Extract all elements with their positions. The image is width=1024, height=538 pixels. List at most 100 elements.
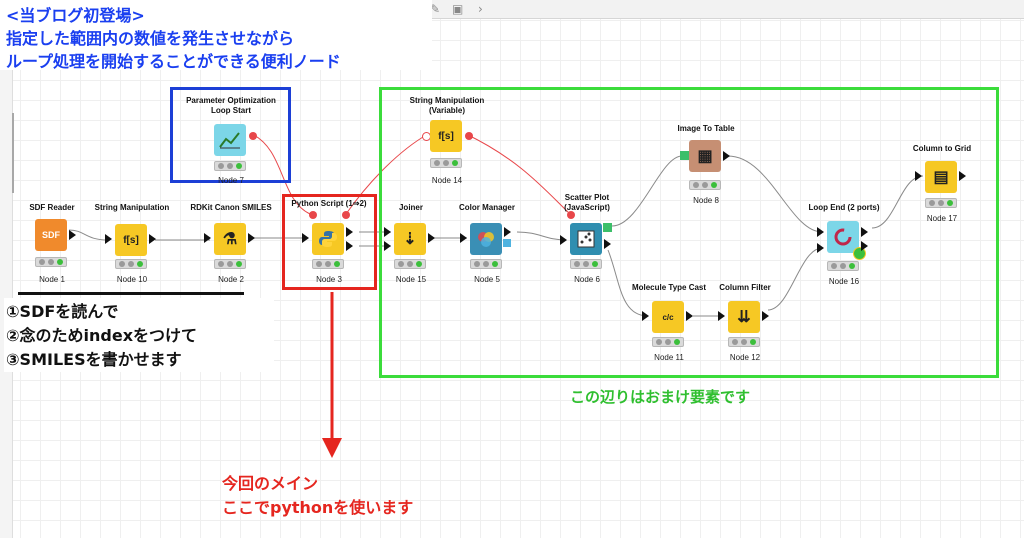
node-title: RDKit Canon SMILES [190,203,272,212]
in-port-2[interactable] [384,241,391,251]
string-manipulation-variable-icon[interactable]: f[s] [430,120,462,152]
joiner-icon[interactable]: ⇣ [394,223,426,255]
out-port[interactable] [248,233,255,243]
var-in-port[interactable] [567,211,575,219]
node-label: Node 6 [574,275,600,284]
in-port[interactable] [915,171,922,181]
node-status [728,337,760,347]
steps-note-line3: ③SMILESを書かせます [6,350,182,369]
scroll-handle[interactable] [12,113,14,193]
var-wire-14-6 [465,133,571,215]
scatter-plot-icon[interactable] [570,223,602,255]
in-port[interactable] [718,311,725,321]
node-title: Loop End (2 ports) [808,203,880,212]
header-note-line1: <当ブログ初登場> [6,6,145,25]
python-highlight-box [282,194,377,290]
node-title: Column to Grid [912,144,972,153]
column-to-grid-icon[interactable]: ▤ [925,161,957,193]
node-title: String Manipulation [409,96,485,105]
node-status [689,180,721,190]
out-port[interactable] [69,230,76,240]
node-label: Node 11 [654,353,684,362]
out-port[interactable] [723,151,730,161]
node-status [214,161,246,171]
node-title: Scatter Plot [564,193,610,202]
image-in-port[interactable] [680,151,689,160]
chevron-right-icon[interactable]: › [478,2,483,16]
node-label: Node 17 [926,214,958,223]
in-port[interactable] [460,233,467,243]
column-filter-icon[interactable]: ⇊ [728,301,760,333]
node-title: Python Script (1⇒2) [291,199,367,208]
header-note-line3: ループ処理を開始することができる便利ノード [6,52,341,71]
node-title-line2: (JavaScript) [564,203,610,212]
image-to-table-icon[interactable]: ▦ [689,140,721,172]
in-port[interactable] [302,233,309,243]
node-status [570,259,602,269]
out-port-1[interactable] [861,227,868,237]
steps-note-line1: ①SDFを読んで [6,302,119,321]
node-title: Image To Table [677,124,735,133]
out-port-1[interactable] [346,227,353,237]
var-out-port[interactable] [465,132,473,140]
out-port[interactable] [604,239,611,249]
in-port[interactable] [105,234,112,244]
out-port-2[interactable] [861,241,868,251]
node-status [115,259,147,269]
loop-end-icon[interactable] [827,221,859,253]
node-label: Node 1 [39,275,65,284]
node-status [430,158,462,168]
node-status [827,261,859,271]
var-out-port[interactable] [342,211,350,219]
python-icon[interactable] [312,223,344,255]
model-out-port[interactable] [503,239,511,247]
layout-icon[interactable]: ▣ [452,2,464,16]
sdf-reader-icon[interactable]: SDF [35,219,67,251]
main-note-line1: 今回のメイン [222,474,319,493]
node-label: Node 7 [218,176,244,185]
node-title: Joiner [398,203,423,212]
out-port[interactable] [959,171,966,181]
out-port[interactable] [686,311,693,321]
wire-6-8 [611,155,683,227]
wire-6-11 [607,249,649,317]
in-port[interactable] [204,233,211,243]
rdkit-icon[interactable]: ⚗ [214,223,246,255]
molecule-type-cast-icon[interactable]: c/c [652,301,684,333]
steps-note-line2: ②念のためindexをつけて [6,326,198,345]
in-port-2[interactable] [817,243,824,253]
node-label: Node 10 [116,275,148,284]
arrow-down-icon [322,292,342,458]
node-title: SDF Reader [29,203,75,212]
var-out-port[interactable] [249,132,257,140]
node-status [470,259,502,269]
header-note-line2: 指定した範囲内の数値を発生させながら [6,29,295,48]
out-port[interactable] [428,233,435,243]
in-port-1[interactable] [817,227,824,237]
underline-divider [18,292,244,295]
in-port[interactable] [642,311,649,321]
out-port[interactable] [762,311,769,321]
node-label: Node 12 [729,353,761,362]
image-out-port[interactable] [603,223,612,232]
left-panel-edge [0,18,14,538]
node-label: Node 14 [431,176,463,185]
in-port[interactable] [560,235,567,245]
out-port-2[interactable] [346,241,353,251]
node-label: Node 3 [316,275,342,284]
chart-icon[interactable] [214,124,246,156]
var-in-port[interactable] [309,211,317,219]
in-port-1[interactable] [384,227,391,237]
edit-icon[interactable]: ✎ [430,2,441,16]
string-manipulation-icon[interactable]: f[s] [115,224,147,256]
color-manager-icon[interactable] [470,223,502,255]
var-wire-7-3 [251,133,311,215]
node-title: String Manipulation [94,203,170,212]
out-port[interactable] [504,227,511,237]
out-port[interactable] [149,234,156,244]
node-status [214,259,246,269]
node-title: Parameter Optimization [186,96,276,105]
node-title-line2: Loop Start [211,106,251,115]
node-label: Node 15 [395,275,427,284]
param-opt-highlight-box [170,87,291,183]
